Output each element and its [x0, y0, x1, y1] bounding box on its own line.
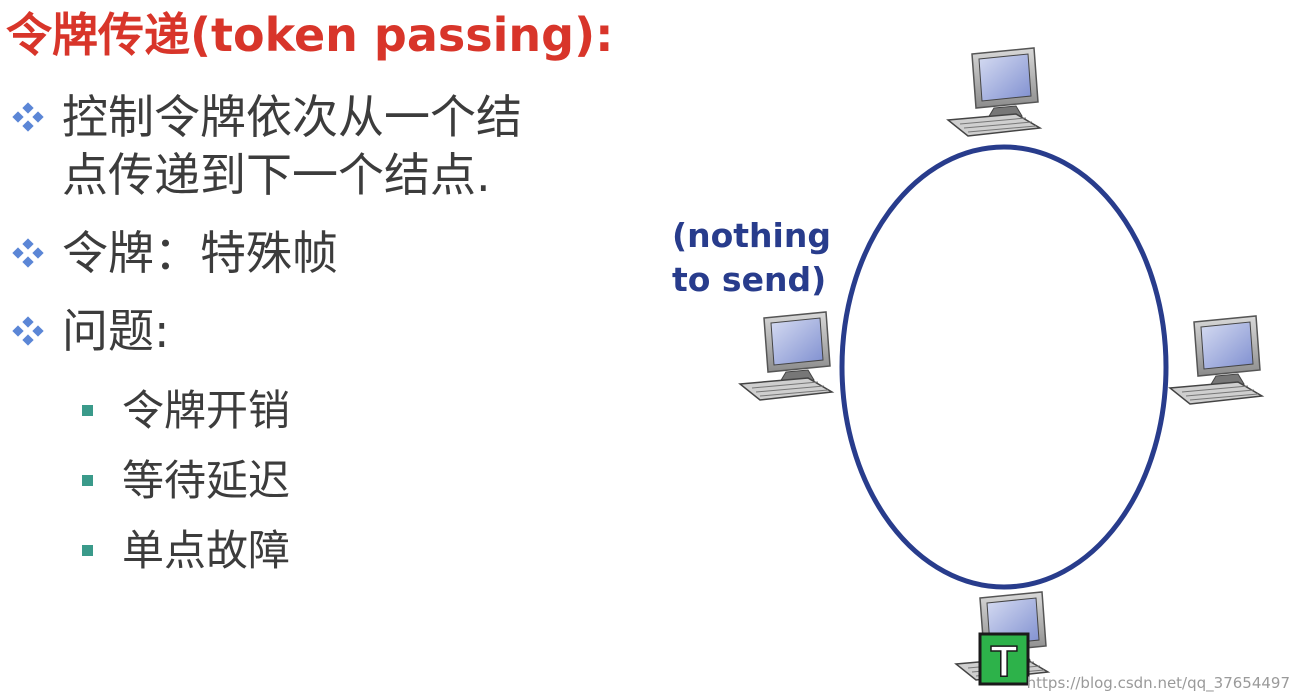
note-line: to send): [672, 260, 827, 299]
sub-bullet-item: 令牌开销: [78, 385, 290, 437]
ring-network: [839, 144, 1169, 590]
sub-bullet-text: 单点故障: [122, 526, 291, 575]
bullet-item: 问题:: [8, 302, 648, 360]
computer-left-icon: [739, 311, 833, 401]
bullet-text-line: 控制令牌依次从一个结: [62, 90, 522, 144]
computer-top-icon: [947, 47, 1041, 137]
token-label: T: [991, 637, 1018, 686]
token-box: [978, 632, 1030, 686]
watermark: https://blog.csdn.net/qq_37654497: [1026, 674, 1290, 692]
diamond-bullet-icon: [12, 316, 44, 346]
square-bullet-icon: [82, 475, 93, 486]
sub-bullet-item: 单点故障: [78, 525, 290, 577]
sub-bullet-text: 令牌开销: [122, 386, 291, 435]
note-line: (nothing: [672, 216, 831, 255]
diamond-bullet-icon: [12, 102, 44, 132]
square-bullet-icon: [82, 545, 93, 556]
bullet-text-line: 令牌：特殊帧: [62, 226, 338, 280]
sub-bullet-list: 令牌开销 等待延迟 单点故障: [78, 385, 290, 595]
diamond-bullet-icon: [12, 238, 44, 268]
bullet-text-line: 点传递到下一个结点.: [62, 148, 491, 202]
square-bullet-icon: [82, 405, 93, 416]
bullet-item: 令牌：特殊帧: [8, 224, 648, 282]
sub-bullet-text: 等待延迟: [122, 456, 291, 505]
nothing-to-send-label: (nothing to send): [672, 214, 831, 302]
sub-bullet-item: 等待延迟: [78, 455, 290, 507]
bullet-list: 控制令牌依次从一个结 点传递到下一个结点. 令牌：特殊帧 问题:: [8, 88, 648, 380]
bullet-item: 控制令牌依次从一个结 点传递到下一个结点.: [8, 88, 648, 204]
computer-right-icon: [1169, 315, 1263, 405]
bullet-text-line: 问题:: [62, 304, 170, 358]
slide-title: 令牌传递(token passing):: [6, 8, 614, 62]
